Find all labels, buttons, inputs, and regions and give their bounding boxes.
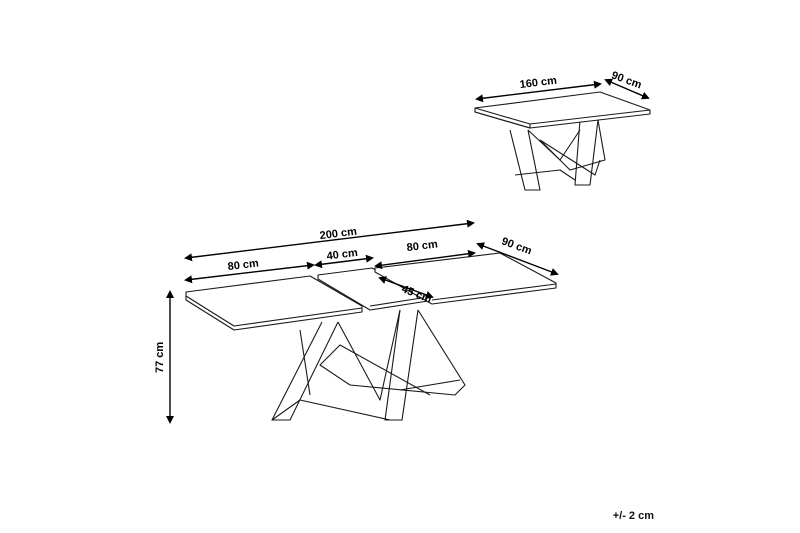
middle-leaf-dimension-line [314, 254, 374, 269]
total-length-dimension-line [184, 219, 475, 262]
small-table-drawing [474, 91, 651, 191]
small-table-base [509, 119, 606, 191]
small-length-dimension-line [475, 80, 602, 103]
large-table-base [271, 309, 466, 421]
right-leaf-dimension-line [374, 249, 476, 270]
large-depth-dimension-line [476, 242, 559, 276]
small-depth-dimension-line [604, 78, 650, 100]
left-leaf-dimension-line [184, 261, 315, 284]
middle-leaf-label: 40 cm [326, 247, 359, 263]
small-length-label: 160 cm [519, 75, 558, 91]
right-leaf-label: 80 cm [406, 238, 439, 254]
left-leaf-label: 80 cm [227, 257, 260, 273]
height-label: 77 cm [154, 342, 166, 373]
tolerance-note: +/- 2 cm [612, 510, 654, 522]
small-table-top [474, 91, 651, 129]
large-table-drawing [185, 252, 557, 421]
total-length-label: 200 cm [319, 226, 358, 242]
extension-depth-dimension-line [378, 276, 434, 299]
